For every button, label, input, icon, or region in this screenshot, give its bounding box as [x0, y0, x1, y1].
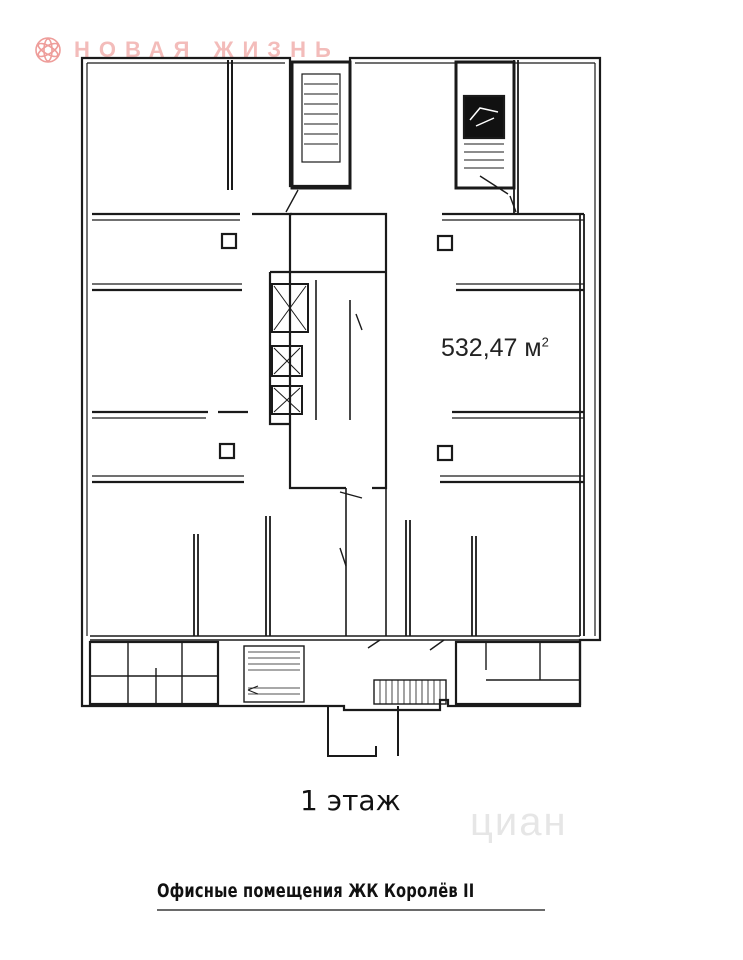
- floor-label: 1 этаж: [300, 784, 401, 817]
- column: [220, 232, 238, 250]
- partition-wall: [92, 212, 292, 484]
- elevator-2: [271, 345, 303, 377]
- watermark: циан: [470, 800, 568, 844]
- central-core: [288, 212, 388, 490]
- column: [218, 442, 236, 460]
- utility-room: [454, 640, 582, 706]
- utility-room: [88, 640, 220, 706]
- column: [436, 234, 454, 252]
- stair-bottom-left: [243, 645, 305, 703]
- entrance-vestibule: [327, 706, 399, 757]
- stair-core-right: [454, 60, 516, 190]
- partition-wall: [440, 212, 584, 484]
- area-value: 532,47 м: [441, 334, 542, 362]
- stair-core-left: [290, 60, 352, 190]
- plan-caption: Офисные помещения ЖК Королёв II: [157, 880, 475, 902]
- elevator-3: [271, 385, 303, 415]
- area-unit-superscript: 2: [541, 334, 549, 350]
- area-label: 532,47 м2: [441, 334, 549, 363]
- column: [436, 444, 454, 462]
- flower-logo-icon: [35, 37, 61, 63]
- door-swing: [285, 175, 517, 651]
- elevator-1: [271, 283, 309, 333]
- outer-wall: [80, 56, 602, 712]
